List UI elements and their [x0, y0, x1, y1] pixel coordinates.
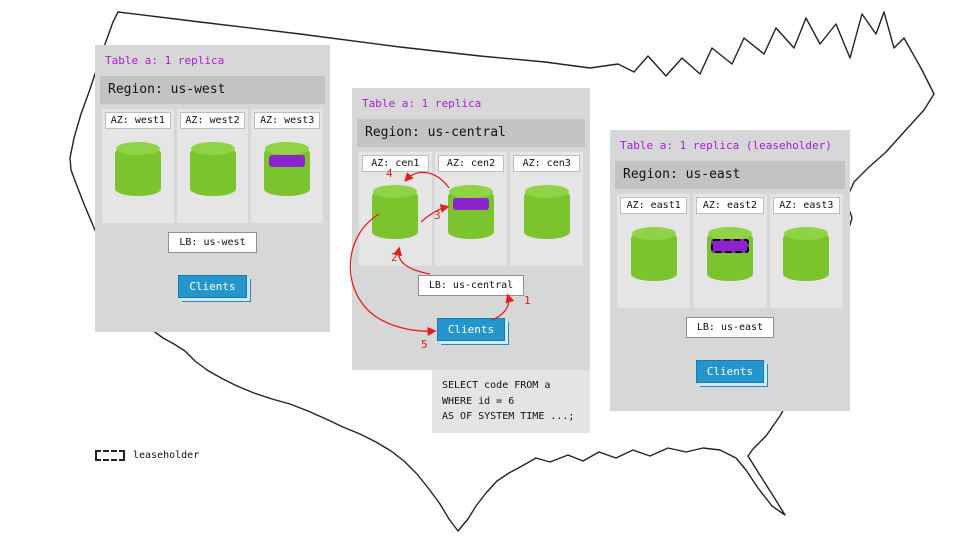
az-label: AZ: west1: [105, 112, 171, 129]
cylinder-top: [707, 227, 752, 240]
load-balancer-box: LB: us-central: [417, 275, 525, 296]
cylinder-top: [784, 227, 829, 240]
az-column: AZ: cen3: [510, 152, 584, 266]
arrow-step-label: 3: [434, 209, 441, 222]
clients-row: Clients: [95, 275, 330, 298]
database-cylinder-icon: [448, 185, 494, 239]
sql-query-block: SELECT code FROM a WHERE id = 6 AS OF SY…: [432, 370, 590, 433]
az-row: AZ: west1 AZ: west2 AZ: west3: [102, 109, 324, 223]
region-title: Region: us-central: [357, 119, 585, 147]
az-column: AZ: west2: [176, 109, 249, 223]
az-label: AZ: cen3: [513, 155, 581, 172]
table-replica-label: Table a: 1 replica (leaseholder): [620, 139, 832, 152]
database-cylinder-icon: [783, 227, 830, 281]
az-column: AZ: east3: [769, 194, 843, 308]
cylinder-top: [373, 185, 418, 198]
cylinder-top: [115, 142, 160, 155]
database-cylinder-icon: [630, 227, 677, 281]
sql-line: SELECT code FROM a: [442, 380, 551, 391]
az-column: AZ: east1: [617, 194, 691, 308]
leaseholder-replica-band-icon: [710, 239, 749, 253]
replica-band-icon: [269, 155, 306, 167]
database-cylinder-icon: [372, 185, 419, 239]
az-label: AZ: cen2: [437, 155, 505, 172]
cylinder-top: [449, 185, 493, 198]
region-panel-us-central: Table a: 1 replica Region: us-central AZ…: [352, 88, 590, 370]
legend: leaseholder: [95, 450, 199, 461]
region-panel-us-east: Table a: 1 replica (leaseholder) Region:…: [610, 130, 850, 411]
az-label: AZ: east3: [772, 197, 840, 214]
az-row: AZ: east1 AZ: east2 AZ: east3: [617, 194, 843, 308]
lb-row: LB: us-west: [95, 232, 330, 253]
az-label: AZ: east2: [696, 197, 764, 214]
database-cylinder-icon: [523, 185, 570, 239]
database-cylinder-icon: [706, 227, 753, 281]
arrow-step-label: 4: [386, 167, 393, 180]
leaseholder-dashed-box-icon: [95, 450, 125, 461]
arrow-step-label: 5: [421, 338, 428, 351]
az-column: AZ: cen2: [434, 152, 508, 266]
az-label: AZ: west2: [179, 112, 246, 129]
region-title: Region: us-west: [100, 76, 325, 104]
region-panel-us-west: Table a: 1 replica Region: us-west AZ: w…: [95, 45, 330, 332]
table-replica-label: Table a: 1 replica: [362, 97, 482, 110]
clients-box: Clients: [695, 360, 765, 383]
region-title: Region: us-east: [615, 161, 845, 189]
lb-row: LB: us-east: [610, 317, 850, 338]
az-label: AZ: cen1: [362, 155, 429, 172]
replica-band-icon: [453, 198, 489, 210]
database-cylinder-icon: [264, 142, 311, 196]
lb-row: LB: us-central: [352, 275, 590, 296]
sql-line: WHERE id = 6: [442, 395, 515, 407]
clients-box: Clients: [436, 318, 506, 341]
sql-line: AS OF SYSTEM TIME ...;: [442, 411, 575, 422]
az-column: AZ: cen1: [359, 152, 432, 266]
az-column: AZ: east2: [693, 194, 767, 308]
clients-box: Clients: [178, 275, 247, 298]
database-cylinder-icon: [189, 142, 236, 196]
cylinder-top: [524, 185, 569, 198]
az-column: AZ: west3: [251, 109, 324, 223]
table-replica-label: Table a: 1 replica: [105, 54, 225, 67]
cylinder-top: [190, 142, 235, 155]
cylinder-top: [265, 142, 310, 155]
clients-row: Clients: [352, 318, 590, 341]
database-cylinder-icon: [114, 142, 161, 196]
load-balancer-box: LB: us-west: [168, 232, 257, 253]
load-balancer-box: LB: us-east: [685, 317, 775, 338]
az-label: AZ: west3: [254, 112, 321, 129]
az-label: AZ: east1: [620, 197, 688, 214]
arrow-step-label: 2: [391, 251, 398, 264]
legend-label: leaseholder: [133, 450, 200, 461]
clients-row: Clients: [610, 360, 850, 383]
arrow-step-label: 1: [524, 294, 531, 307]
az-column: AZ: west1: [102, 109, 174, 223]
cylinder-top: [631, 227, 676, 240]
